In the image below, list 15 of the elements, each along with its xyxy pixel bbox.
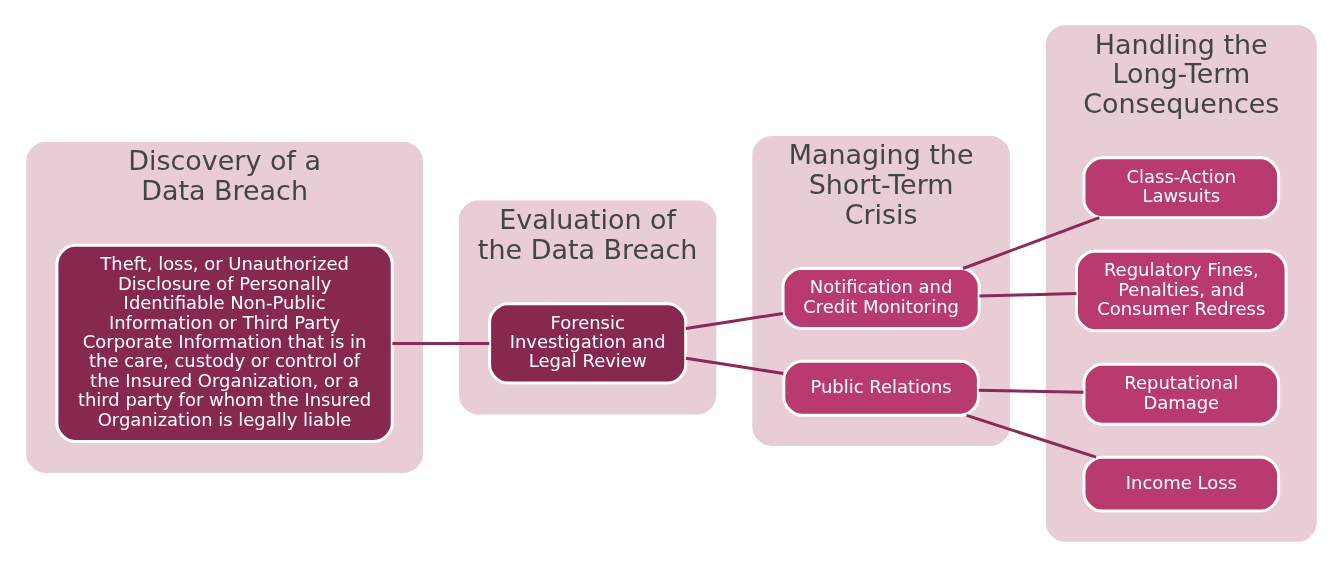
connector <box>962 216 1100 270</box>
node-box: Regulatory Fines, Penalties, and Consumer Redress <box>1075 249 1288 333</box>
node-box: Public Relations <box>782 359 980 417</box>
connector <box>685 356 784 375</box>
node-box: Theft, loss, or Unauthorized Disclosure of Personally Identifiable Non-Public Information or Third Party Corporate Information that is in the care, custody or control of the Insured Organization, or a third party for whom the Insured Organization is legally liable <box>55 243 394 443</box>
connector <box>966 413 1097 459</box>
node-box: Forensic Investigation and Legal Review <box>488 302 688 385</box>
node-box: Reputational Damage <box>1082 362 1281 426</box>
connector <box>978 388 1084 394</box>
node-box: Income Loss <box>1082 455 1281 513</box>
connector <box>685 311 784 330</box>
node-box: Notification and Credit Monitoring <box>781 267 981 330</box>
node-box: Class-Action Lawsuits <box>1082 156 1281 220</box>
connector <box>392 341 490 345</box>
connector <box>979 292 1077 298</box>
